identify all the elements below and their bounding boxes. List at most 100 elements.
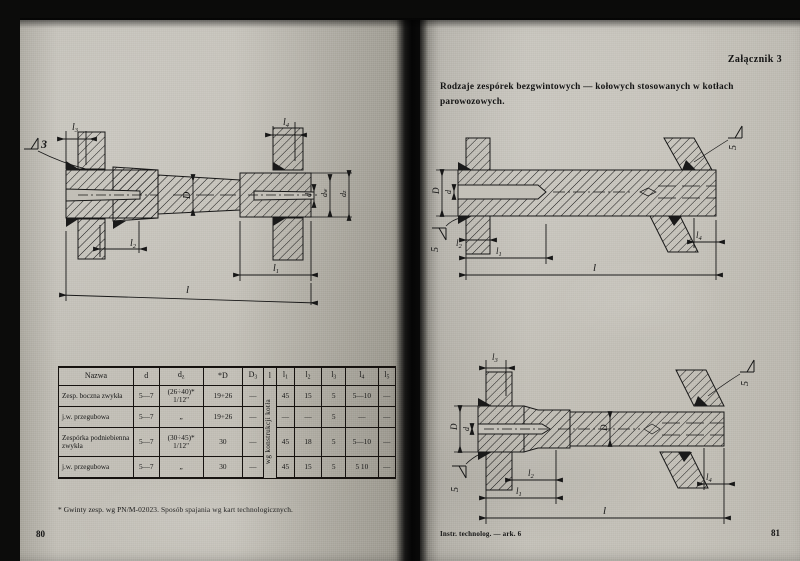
table-row: Zespórka podniebienna zwykła 5—7 (30÷45)… xyxy=(58,427,397,457)
cell-name: j.w. przegubowa xyxy=(58,456,134,479)
dim-label-D-bottom-mid: D xyxy=(599,424,609,432)
cell-l5: — xyxy=(377,456,397,479)
dim-label-dw: dw xyxy=(320,188,329,197)
weld-symbol-3: 3 xyxy=(40,137,47,151)
page-caption: Rodzaje zespórek bezgwintowych — kołowyc… xyxy=(440,80,778,110)
cell-l1: 45 xyxy=(276,385,295,407)
drawing-left-stay-bolt: l3 3 l4 D d dw dz xyxy=(18,113,411,313)
weld-symbol-5-bottom-bottom: 5 xyxy=(450,487,461,492)
cell-l3: 5 xyxy=(321,427,347,457)
cell-l3: 5 xyxy=(321,456,347,479)
left-page: l3 3 l4 D d dw dz xyxy=(18,18,411,561)
dim-label-l3: l3 xyxy=(72,122,79,134)
table-header-row: Nazwa d dz *D D3 l l1 xyxy=(58,366,397,386)
th-l: l xyxy=(262,366,278,386)
cell-D3: — xyxy=(242,427,264,457)
cell-d: 5—7 xyxy=(132,456,160,479)
cell-l2: 15 xyxy=(293,456,323,479)
cell-l4: 5—10 xyxy=(345,385,379,407)
dim-label-l4-bottom: l4 xyxy=(706,472,713,484)
dim-label-l4: l4 xyxy=(283,117,290,129)
cell-l5: — xyxy=(377,406,397,428)
page-number-left: 80 xyxy=(36,529,45,539)
cell-d: 5—7 xyxy=(132,427,160,457)
drawing-right-top-stay-bolt: 5 5 D d l2 l xyxy=(428,125,800,288)
table-footnote: * Gwinty zesp. wg PN/M-02023. Sposób spa… xyxy=(58,505,293,514)
weld-symbol-5-top: 5 xyxy=(728,145,739,150)
dim-label-l1: l1 xyxy=(273,263,279,275)
table-row: Zesp. boczna zwykła 5—7 (26÷40)*1/12" 19… xyxy=(58,385,397,479)
th-D: *D xyxy=(202,366,244,386)
cell-merged-note: wg konstrukcji kotła xyxy=(262,385,278,479)
cell-dz: (26÷40)*1/12" xyxy=(158,385,204,407)
cell-l4: — xyxy=(345,406,379,428)
cell-l5: — xyxy=(377,385,397,407)
dim-label-D-bottom-left: D xyxy=(449,423,459,431)
cell-l4: 5—10 xyxy=(345,427,379,457)
cell-D: 19+26 xyxy=(202,385,244,407)
dim-label-l3-bottom: l3 xyxy=(492,352,499,364)
cell-dz: (30÷45)*1/12" xyxy=(158,427,204,457)
cell-D3: — xyxy=(242,385,264,407)
dim-label-l-bottom: l xyxy=(603,505,606,517)
cell-l2: 15 xyxy=(293,385,323,407)
dim-label-l4-top: l4 xyxy=(696,230,703,242)
th-l4: l4 xyxy=(345,366,379,386)
caption-line-2: parowozowych. xyxy=(440,97,505,107)
th-D3: D3 xyxy=(242,366,264,386)
cell-name: Zesp. boczna zwykła xyxy=(58,385,134,407)
cell-D: 30 xyxy=(202,427,244,457)
imprint-line: Instr. technolog. — ark. 6 xyxy=(440,530,522,538)
cell-D3: — xyxy=(242,406,264,428)
dim-label-l: l xyxy=(186,284,189,296)
cell-l3: 5 xyxy=(321,406,347,428)
th-l5: l5 xyxy=(377,366,397,386)
table: Nazwa d dz *D D3 l l1 xyxy=(58,366,397,479)
table-row: j.w. przegubowa 5—7 „ 30 — 45 15 5 5 10 … xyxy=(58,456,397,479)
dim-label-D-top: D xyxy=(431,187,441,195)
cell-l1: — xyxy=(276,406,295,428)
cell-dz: „ xyxy=(158,406,204,428)
th-dz: dz xyxy=(158,366,204,386)
dim-label-d-bottom: d xyxy=(462,426,471,431)
table-row: j.w. przegubowa 5—7 „ 19+26 — — — 5 — — xyxy=(58,406,397,428)
scan-left-edge xyxy=(0,0,20,561)
right-page: Załącznik 3 Rodzaje zespórek bezgwintowy… xyxy=(420,18,800,561)
th-d: d xyxy=(132,366,160,386)
cell-l3: 5 xyxy=(321,385,347,407)
cell-l1: 45 xyxy=(276,427,295,457)
weld-symbol-5-bottom-top: 5 xyxy=(740,381,751,386)
dim-label-l2-bottom: l2 xyxy=(528,468,535,480)
th-l3: l3 xyxy=(321,366,347,386)
page-number-right: 81 xyxy=(771,528,780,538)
cell-D: 30 xyxy=(202,456,244,479)
cell-d: 5—7 xyxy=(132,406,160,428)
appendix-label: Załącznik 3 xyxy=(727,54,782,65)
dim-label-l1-bottom: l1 xyxy=(516,486,522,498)
drawing-right-bottom-stay-bolt: l3 5 5 D d D xyxy=(428,348,800,533)
dim-label-dz: dz xyxy=(339,190,348,197)
cell-name: Zespórka podniebienna zwykła xyxy=(58,427,134,457)
cell-d: 5—7 xyxy=(132,385,160,407)
cell-l2: 18 xyxy=(293,427,323,457)
th-l1: l1 xyxy=(276,366,295,386)
dim-label-D: D xyxy=(182,191,193,200)
weld-symbol-5-bottom: 5 xyxy=(430,247,441,252)
cell-dz: „ xyxy=(158,456,204,479)
caption-line-1: Rodzaje zespórek bezgwintowych — kołowyc… xyxy=(440,82,734,92)
dim-label-l2-top: l2 xyxy=(456,238,463,250)
th-nazwa: Nazwa xyxy=(58,366,134,386)
scan-top-edge xyxy=(0,0,800,20)
th-l2: l2 xyxy=(293,366,323,386)
dim-label-l2: l2 xyxy=(130,238,137,250)
cell-D: 19+26 xyxy=(202,406,244,428)
dim-label-l-top: l xyxy=(593,262,596,274)
dim-label-d: d xyxy=(304,192,313,197)
dim-label-l1-top: l1 xyxy=(496,246,502,258)
dim-label-d-top: d xyxy=(444,189,453,194)
cell-D3: — xyxy=(242,456,264,479)
cell-name: j.w. przegubowa xyxy=(58,406,134,428)
cell-l2: — xyxy=(293,406,323,428)
cell-l1: 45 xyxy=(276,456,295,479)
